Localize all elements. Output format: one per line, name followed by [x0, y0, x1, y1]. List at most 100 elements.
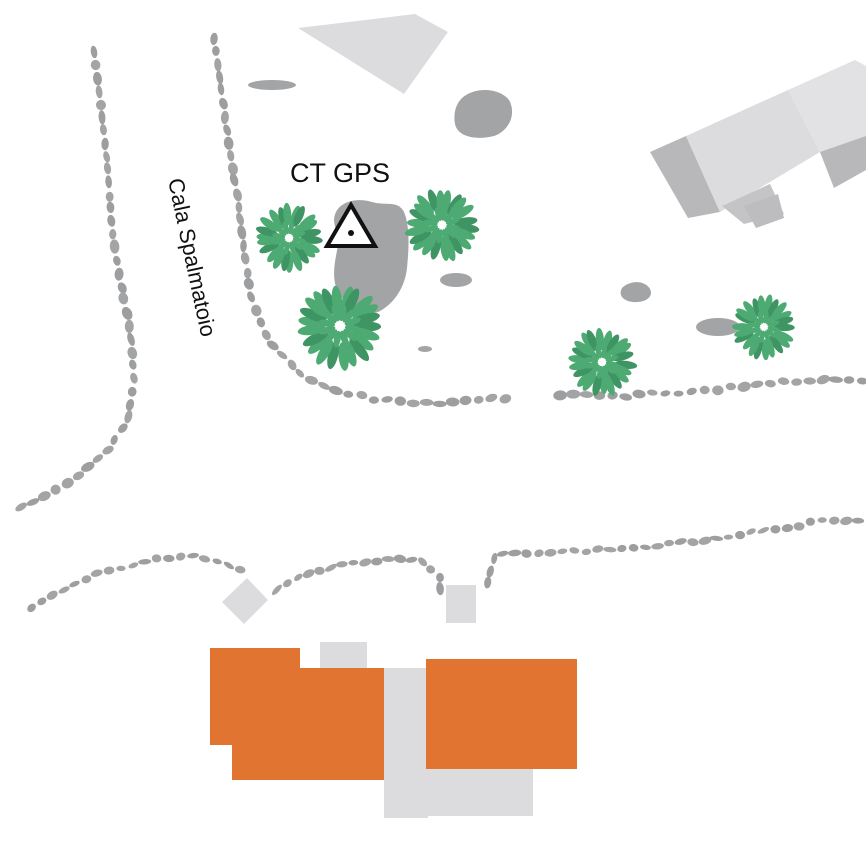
wall-stone	[243, 277, 254, 290]
wall-stone	[116, 565, 126, 572]
wall-stone	[405, 556, 418, 563]
wall-stone	[673, 390, 684, 397]
wall-stone	[687, 538, 699, 547]
wall-stone	[93, 71, 102, 86]
wall-stone	[445, 397, 460, 407]
wall-stone	[856, 377, 866, 385]
wall-stone	[227, 162, 238, 176]
wall-stone	[628, 543, 639, 552]
wall-stone	[175, 552, 186, 561]
wall-stone	[125, 398, 135, 411]
wall-stone	[579, 391, 594, 398]
wall-stone	[723, 534, 734, 540]
wall-stone	[266, 340, 279, 351]
wall-stone	[393, 554, 407, 563]
wall-stone	[227, 150, 235, 162]
wall-stone	[105, 175, 112, 189]
wall-stone	[777, 377, 790, 385]
wall-stone	[127, 346, 138, 360]
wall-stone	[212, 45, 220, 56]
wall-stone	[92, 454, 104, 463]
rock	[696, 318, 740, 336]
gps-station-triangle-icon[interactable]	[323, 201, 379, 248]
wall-stone	[496, 550, 509, 557]
wall-stone	[124, 319, 134, 333]
wall-stone	[508, 549, 522, 557]
wall-stone	[553, 390, 567, 401]
wall-stone	[118, 292, 129, 305]
wall-stone	[699, 385, 710, 395]
wall-stone	[95, 85, 103, 99]
wall-stone	[187, 552, 199, 559]
wall-stone	[781, 524, 794, 533]
wall-stone	[664, 539, 675, 547]
wall-stone	[436, 572, 444, 583]
wall-stone	[271, 584, 282, 596]
wall-stone	[103, 162, 112, 175]
wall-stone	[725, 382, 737, 391]
tree-icon	[297, 285, 382, 371]
wall-stone	[127, 386, 137, 397]
wall-stone	[770, 525, 781, 534]
wall-stone	[534, 549, 544, 558]
wall-stone	[394, 396, 407, 406]
wall-stone	[851, 517, 865, 524]
wall-stone	[37, 491, 51, 502]
wall-stone	[646, 389, 658, 396]
wall-stone	[212, 558, 222, 565]
wall-stone	[223, 124, 232, 136]
wall-stone	[90, 569, 103, 577]
wall-stone	[95, 99, 106, 111]
wall-stone	[124, 410, 133, 424]
wall-stone	[102, 445, 114, 455]
wall-stone	[473, 395, 484, 404]
wall-stone	[381, 555, 395, 563]
wall-stone	[750, 380, 764, 389]
wall-stone	[27, 603, 36, 613]
wall-stone	[359, 558, 372, 567]
small-structure	[446, 585, 476, 623]
wall-stone	[61, 477, 74, 489]
building	[384, 668, 428, 818]
wall-stone	[283, 579, 292, 588]
station-label: CT GPS	[290, 158, 390, 188]
wall-stone	[198, 555, 211, 563]
wall-stone	[130, 372, 138, 384]
wall-stone	[15, 502, 27, 512]
tree-icon	[404, 189, 480, 262]
wall-stone	[328, 385, 343, 396]
wall-stone	[381, 396, 393, 403]
building	[650, 136, 720, 218]
wall-stone	[216, 70, 224, 85]
wall-stone	[817, 517, 827, 523]
wall-stone	[37, 597, 47, 606]
wall-stone	[50, 484, 61, 495]
rock	[248, 80, 296, 90]
wall-stone	[757, 527, 770, 534]
wall-stone	[805, 517, 815, 526]
wall-stone	[632, 389, 646, 399]
wall-stone	[106, 201, 115, 214]
wall-stone	[26, 498, 40, 506]
building	[320, 642, 367, 670]
wall-stone	[569, 547, 580, 554]
wall-stone	[617, 544, 627, 553]
wall-stone	[81, 461, 95, 472]
wall-stone	[210, 32, 218, 46]
wall-stone	[294, 573, 303, 581]
wall-stone	[251, 304, 262, 317]
wall-stone	[138, 559, 152, 565]
wall-stone	[698, 536, 712, 545]
rock	[620, 282, 651, 303]
wall-stone	[828, 376, 843, 383]
wall-stone	[103, 151, 111, 163]
wall-stone	[72, 471, 85, 481]
wall-stone	[219, 97, 228, 110]
wall-stone	[46, 590, 58, 600]
tree-icon	[568, 327, 638, 396]
wall-stone	[737, 381, 751, 392]
wall-stone	[163, 554, 175, 563]
wall-stone	[240, 252, 250, 265]
wall-stone	[843, 376, 855, 384]
wall-stone	[709, 535, 724, 541]
